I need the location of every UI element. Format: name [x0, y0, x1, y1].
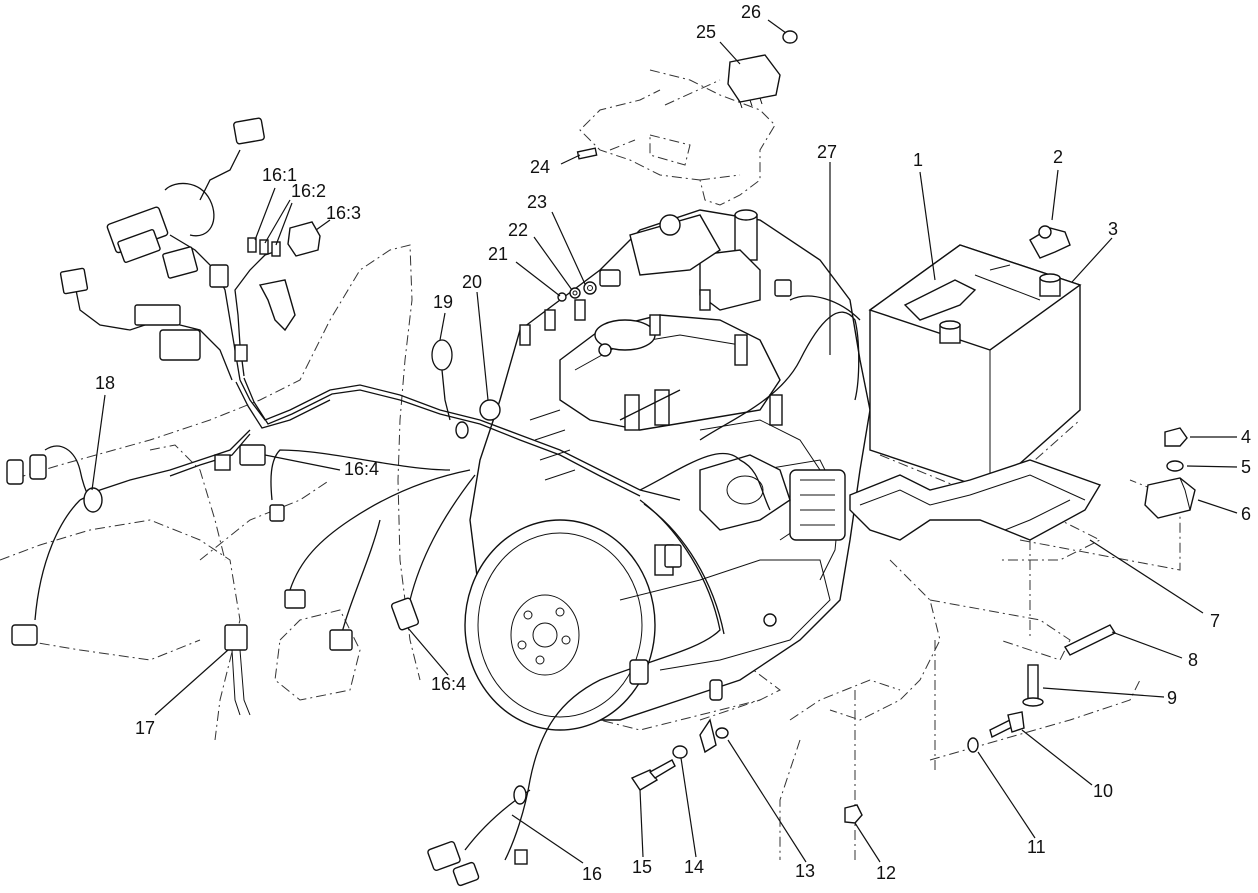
battery	[868, 244, 1082, 501]
label-19: 19	[433, 292, 453, 312]
label-18: 18	[95, 373, 115, 393]
label-15: 15	[632, 857, 652, 877]
label-25: 25	[696, 22, 716, 42]
label-1: 1	[913, 150, 923, 170]
label-12: 12	[876, 863, 896, 883]
leader-lines	[91, 19, 1238, 864]
label-16-4-upper: 16:4	[344, 459, 379, 479]
label-13: 13	[795, 861, 815, 881]
label-21: 21	[488, 244, 508, 264]
label-17: 17	[135, 718, 155, 738]
hardware	[557, 30, 1196, 824]
label-23: 23	[527, 192, 547, 212]
label-27: 27	[817, 142, 837, 162]
label-16: 16	[582, 864, 602, 884]
label-3: 3	[1108, 219, 1118, 239]
part-labels: 1 2 3 4 5 6 7 8 9 10 11 12 13 14 15 16 1…	[95, 2, 1251, 884]
label-20: 20	[462, 272, 482, 292]
label-2: 2	[1053, 147, 1063, 167]
label-7: 7	[1210, 611, 1220, 631]
label-5: 5	[1241, 457, 1251, 477]
label-16-4-lower: 16:4	[431, 674, 466, 694]
label-9: 9	[1167, 688, 1177, 708]
label-26: 26	[741, 2, 761, 22]
engine	[464, 209, 871, 731]
label-16-1: 16:1	[262, 165, 297, 185]
label-16-3: 16:3	[326, 203, 361, 223]
connectors	[6, 117, 792, 887]
label-4: 4	[1241, 427, 1251, 447]
label-6: 6	[1241, 504, 1251, 524]
label-14: 14	[684, 857, 704, 877]
label-22: 22	[508, 220, 528, 240]
label-11: 11	[1027, 837, 1046, 857]
battery-tray	[849, 459, 1102, 541]
wire-harness	[34, 149, 861, 861]
label-24: 24	[530, 157, 550, 177]
label-8: 8	[1188, 650, 1198, 670]
label-10: 10	[1093, 781, 1113, 801]
label-16-2: 16:2	[291, 181, 326, 201]
